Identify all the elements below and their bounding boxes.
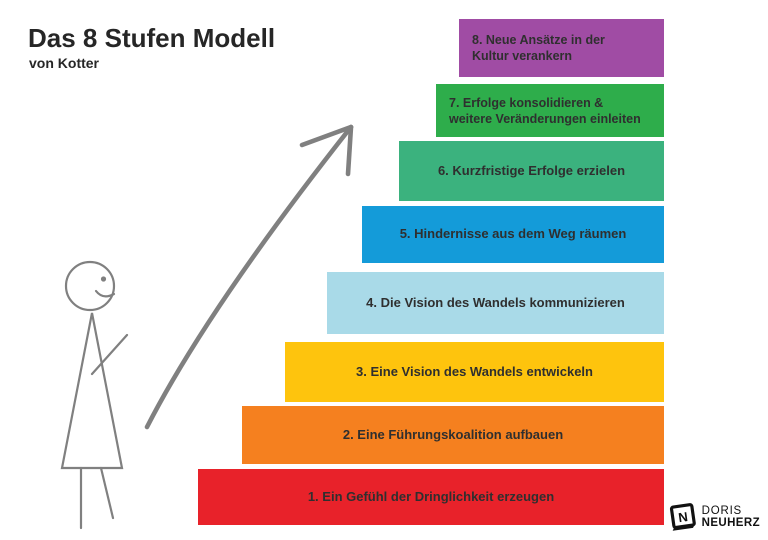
page-subtitle: von Kotter [29, 54, 99, 71]
logo-letter: N [677, 509, 688, 525]
logo-first-name: DORIS [701, 504, 743, 517]
step-6: 6. Kurzfristige Erfolge erzielen [399, 141, 664, 201]
page-title: Das 8 Stufen Modell [28, 23, 276, 53]
step-4: 4. Die Vision des Wandels kommunizieren [327, 272, 664, 334]
figure-eye [100, 276, 107, 282]
logo-last-name: NEUHERZ [701, 517, 760, 529]
arrow-barb-left [299, 124, 354, 148]
figure-leg-right [99, 466, 115, 520]
step-5: 5. Hindernisse aus dem Weg räumen [362, 206, 664, 263]
figure-head [64, 260, 116, 312]
step-2: 2. Eine Führungskoalition aufbauen [242, 406, 664, 464]
upward-arrow-icon [144, 124, 354, 430]
step-4-label: 4. Die Vision des Wandels kommunizieren [366, 294, 625, 310]
figure-body [60, 312, 124, 470]
step-2-label: 2. Eine Führungskoalition aufbauen [342, 426, 564, 442]
step-8-label: 8. Neue Ansätze in der Kultur verankern [472, 33, 605, 63]
step-5-label: 5. Hindernisse aus dem Weg räumen [399, 226, 627, 242]
figure-arm [90, 333, 129, 376]
title-block: Das 8 Stufen Modell von Kotter [28, 24, 275, 71]
step-1-label: 1. Ein Gefühl der Dringlichkeit erzeugen [307, 488, 555, 504]
step-3-label: 3. Eine Vision des Wandels entwickeln [356, 363, 593, 379]
figure-smile [94, 289, 116, 298]
arrow-barb-right [345, 124, 354, 177]
stick-figure [60, 260, 129, 530]
step-1: 1. Ein Gefühl der Dringlichkeit erzeugen [198, 469, 664, 525]
step-7-label: 7. Erfolge konsolidieren & weitere Verän… [449, 95, 641, 126]
logo-text: DORIS NEUHERZ [702, 505, 760, 529]
neuherz-logo-icon: N [669, 503, 696, 531]
doris-neuherz-logo: N DORIS NEUHERZ [669, 502, 760, 532]
step-8: 8. Neue Ansätze in der Kultur verankern [459, 19, 664, 77]
step-3: 3. Eine Vision des Wandels entwickeln [285, 342, 664, 402]
arrow-shaft [144, 124, 354, 430]
step-7: 7. Erfolge konsolidieren & weitere Verän… [436, 84, 664, 137]
step-6-label: 6. Kurzfristige Erfolge erzielen [437, 162, 626, 178]
